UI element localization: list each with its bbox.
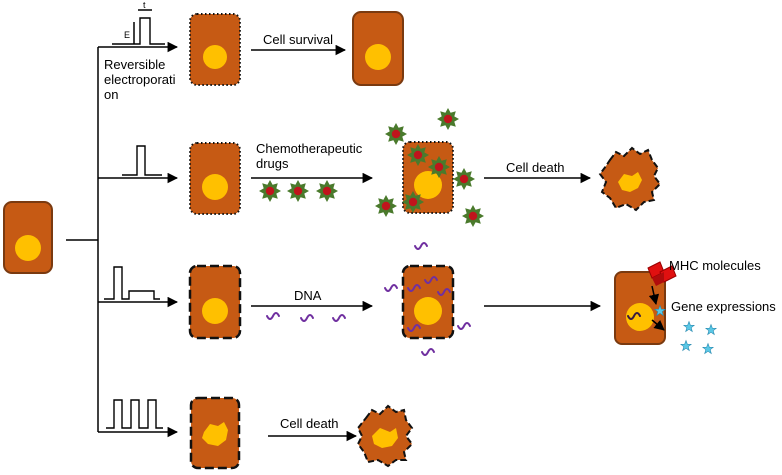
reversible-label-line3: on — [104, 87, 118, 102]
pulse-single-labeled: t E — [112, 0, 165, 45]
pulse-single — [122, 145, 162, 176]
cell-permeabilized-2 — [189, 142, 241, 215]
cell-survived — [352, 11, 404, 86]
cell-dna-loaded — [384, 242, 471, 356]
chemo-label-line1: Chemotherapeutic — [256, 141, 363, 156]
mhc-label: MHC molecules — [669, 258, 761, 273]
reversible-label-line1: Reversible — [104, 57, 165, 72]
cell-death-irreversible-label: Cell death — [280, 416, 339, 431]
source-cell — [3, 201, 53, 274]
dna-strands — [266, 312, 346, 322]
chemo-label-line2: drugs — [256, 156, 289, 171]
drug-molecules — [259, 180, 338, 202]
cell-survival-label: Cell survival — [263, 32, 333, 47]
dna-label: DNA — [294, 288, 322, 303]
cell-permeabilized-3 — [188, 264, 242, 340]
pulse-e-label: E — [124, 30, 130, 40]
cell-permeabilized-4 — [189, 396, 241, 470]
cell-permeabilized-1 — [189, 13, 241, 86]
pulse-train — [106, 399, 163, 429]
dead-cell-chemo — [598, 146, 662, 212]
cell-drug-loaded — [375, 108, 484, 227]
mhc-molecules-icon — [647, 261, 677, 286]
pulse-t-label: t — [143, 0, 146, 10]
reversible-label-line2: electroporati — [104, 72, 176, 87]
dead-cell-irreversible — [356, 404, 414, 468]
cell-death-chemo-label: Cell death — [506, 160, 565, 175]
branch-lines — [66, 41, 179, 438]
pulse-with-tail — [104, 266, 160, 300]
gene-expressions-label: Gene expressions — [671, 299, 776, 314]
